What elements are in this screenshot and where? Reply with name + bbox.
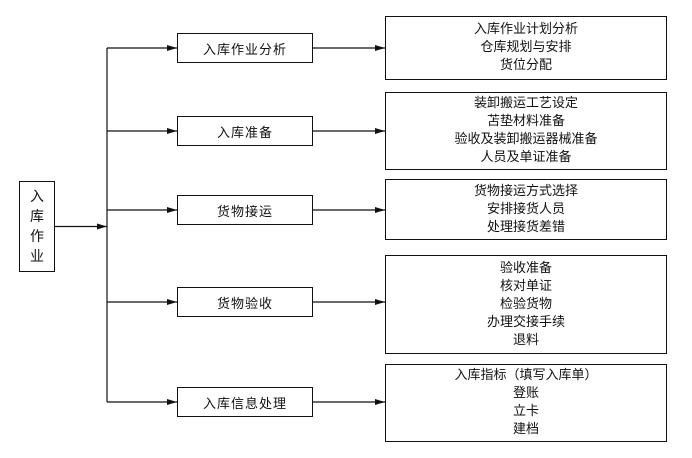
root-char: 入 bbox=[30, 188, 44, 205]
root-node-label: 入 库 作 业 bbox=[30, 187, 44, 267]
detail-item: 仓库规划与安排 bbox=[480, 40, 572, 55]
branch-arrowhead bbox=[167, 399, 177, 405]
detail-connector-arrowhead bbox=[375, 299, 385, 305]
detail-item: 安排接货人员 bbox=[486, 201, 565, 217]
detail-node-receiving: 货物接运方式选择 安排接货人员 处理接货差错 bbox=[385, 179, 667, 240]
detail-item: 货位分配 bbox=[499, 58, 552, 73]
stage-label: 入库准备 bbox=[216, 125, 273, 141]
detail-item: 验收准备 bbox=[499, 260, 552, 276]
root-node: 入 库 作 业 bbox=[19, 181, 55, 272]
stage-label: 入库信息处理 bbox=[202, 396, 287, 412]
detail-node-preparation: 装卸搬运工艺设定 苫垫材料准备 验收及装卸搬运器械准备 人员及单证准备 bbox=[385, 92, 667, 170]
stage-label: 货物接运 bbox=[216, 204, 273, 220]
stage-node-preparation: 入库准备 bbox=[177, 116, 313, 146]
stage-node-inspection: 货物验收 bbox=[177, 287, 313, 317]
detail-item: 退料 bbox=[512, 332, 539, 348]
root-connector-arrowhead bbox=[97, 223, 107, 230]
stage-node-analysis: 入库作业分析 bbox=[177, 33, 313, 63]
detail-item: 登账 bbox=[512, 386, 539, 401]
detail-node-info-processing: 入库指标（填写入库单） 登账 立卡 建档 bbox=[385, 364, 667, 442]
branch-arrowhead bbox=[167, 128, 177, 134]
detail-item: 核对单证 bbox=[499, 278, 552, 294]
detail-connector-arrowhead bbox=[375, 399, 385, 405]
detail-item: 处理接货差错 bbox=[486, 219, 565, 235]
detail-item: 验收及装卸搬运器械准备 bbox=[454, 132, 598, 147]
detail-item: 货物接运方式选择 bbox=[473, 183, 578, 199]
detail-connector-arrowhead bbox=[375, 128, 385, 134]
detail-item: 办理交接手续 bbox=[486, 314, 565, 330]
stage-node-receiving: 货物接运 bbox=[177, 195, 313, 225]
stage-label: 入库作业分析 bbox=[202, 42, 287, 58]
stage-node-info-processing: 入库信息处理 bbox=[177, 387, 313, 417]
detail-item: 检验货物 bbox=[499, 296, 552, 312]
root-char: 作 bbox=[30, 228, 44, 245]
detail-item: 人员及单证准备 bbox=[480, 150, 572, 165]
root-char: 业 bbox=[30, 248, 44, 265]
detail-item: 入库指标（填写入库单） bbox=[454, 368, 598, 383]
detail-node-analysis: 入库作业计划分析 仓库规划与安排 货位分配 bbox=[385, 16, 667, 80]
detail-item: 装卸搬运工艺设定 bbox=[473, 96, 578, 111]
branch-arrowhead bbox=[167, 207, 177, 213]
stage-label: 货物验收 bbox=[216, 296, 273, 312]
detail-item: 立卡 bbox=[512, 404, 539, 419]
detail-connector-arrowhead bbox=[375, 207, 385, 213]
branch-arrowhead bbox=[167, 299, 177, 305]
detail-item: 苫垫材料准备 bbox=[486, 114, 565, 129]
root-char: 库 bbox=[30, 208, 44, 225]
detail-item: 入库作业计划分析 bbox=[473, 22, 578, 37]
detail-node-inspection: 验收准备 核对单证 检验货物 办理交接手续 退料 bbox=[385, 255, 667, 354]
detail-connector-arrowhead bbox=[375, 45, 385, 51]
branch-arrowhead bbox=[167, 45, 177, 51]
detail-item: 建档 bbox=[512, 422, 539, 437]
